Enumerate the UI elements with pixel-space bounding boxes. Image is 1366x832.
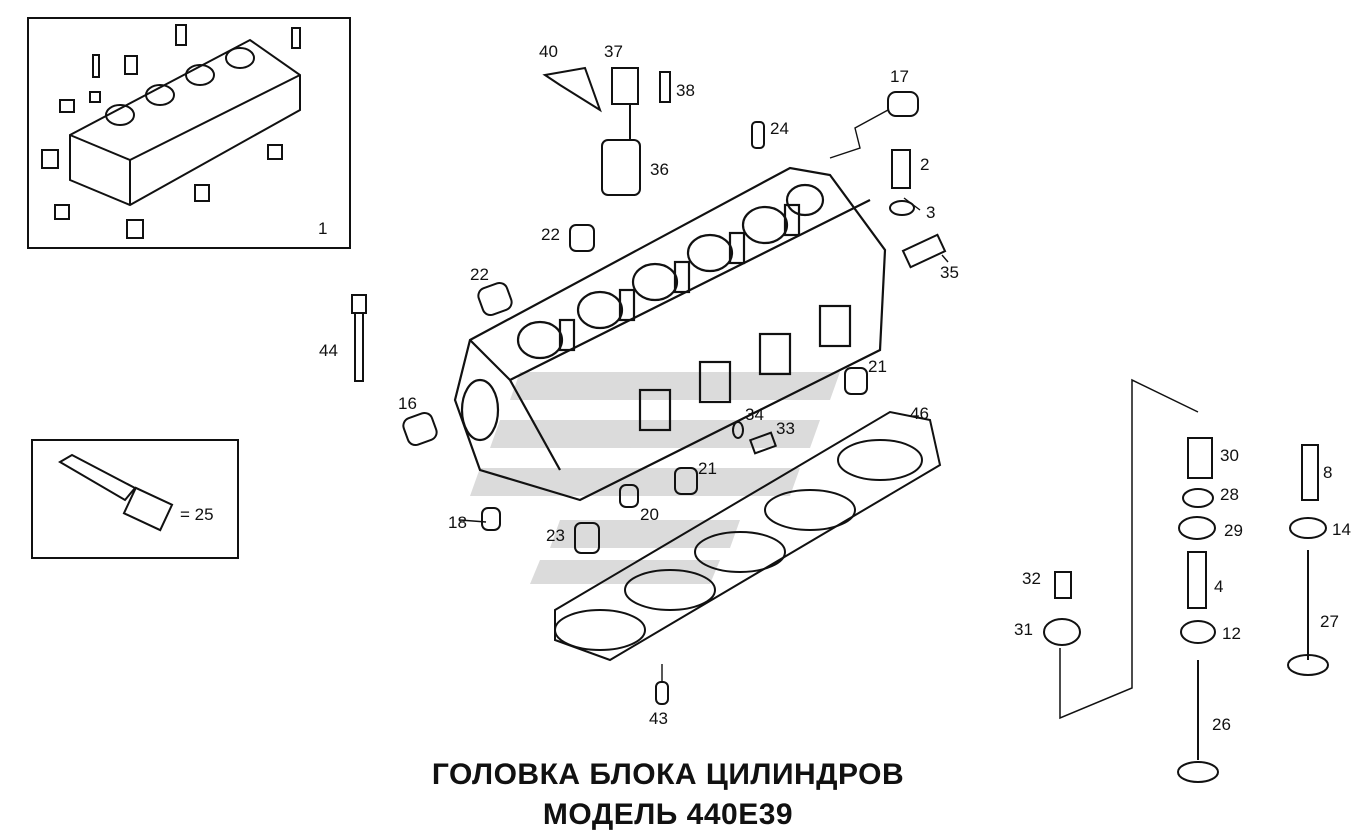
part-43-dowel — [655, 681, 669, 705]
part-17-plug — [887, 91, 919, 117]
part-4-guide — [1187, 551, 1207, 609]
head-gasket — [554, 410, 942, 662]
inset-assembly-box — [27, 17, 351, 249]
sealant-box — [31, 439, 239, 559]
sealant-tube-icon — [58, 453, 174, 532]
label-21-b: 21 — [698, 459, 717, 478]
label-12: 12 — [1222, 624, 1241, 643]
part-2-fitting — [891, 149, 911, 189]
label-4: 4 — [1214, 577, 1223, 596]
part-12-seal — [1180, 620, 1216, 644]
part-35-sensor — [901, 233, 947, 269]
part-21-plug-b — [674, 467, 698, 495]
part-27-valve-head — [1287, 654, 1329, 676]
part-8-guide — [1301, 444, 1319, 501]
leader-lines — [459, 109, 949, 682]
label-1: 1 — [318, 219, 327, 238]
label-2: 2 — [920, 155, 929, 174]
label-21-a: 21 — [868, 357, 887, 376]
part-18-plug — [481, 507, 501, 531]
part-23-plug — [574, 522, 600, 554]
part-22-plug — [477, 281, 513, 317]
part-31-seat — [1043, 618, 1081, 646]
part-3-ring — [889, 200, 915, 216]
label-27: 27 — [1320, 612, 1339, 631]
label-31: 31 — [1014, 620, 1033, 639]
valve-parts — [1043, 378, 1329, 783]
part-20-plug — [619, 484, 639, 508]
label-3: 3 — [926, 203, 935, 222]
label-24: 24 — [770, 119, 789, 138]
valve-group-bracket — [1059, 378, 1199, 720]
label-35: 35 — [940, 263, 959, 282]
part-32-cap — [1054, 571, 1072, 599]
part-34-ring — [732, 421, 744, 439]
bolt-44 — [351, 294, 367, 382]
part-28-retainer — [1182, 488, 1214, 508]
part-40-bracket — [542, 66, 602, 113]
small-parts — [402, 66, 947, 705]
diagram-subtitle: МОДЕЛЬ 440Е39 — [542, 798, 794, 831]
label-28: 28 — [1220, 485, 1239, 504]
label-46: 46 — [910, 404, 929, 423]
label-8: 8 — [1323, 463, 1332, 482]
label-26: 26 — [1212, 715, 1231, 734]
label-38: 38 — [676, 81, 695, 100]
label-44: 44 — [319, 341, 338, 360]
part-22-plug-top — [569, 224, 595, 252]
label-20: 20 — [640, 505, 659, 524]
label-36: 36 — [650, 160, 669, 179]
label-34: 34 — [745, 405, 764, 424]
label-32: 32 — [1022, 569, 1041, 588]
part-36-injector — [601, 139, 641, 196]
label-29: 29 — [1224, 521, 1243, 540]
part-24-pin — [751, 121, 765, 149]
label-23: 23 — [546, 526, 565, 545]
part-labels: 1 2 3 35 17 24 40 37 38 36 22 22 44 16 1… — [180, 42, 1351, 734]
part-14-ring — [1289, 517, 1327, 539]
cylinder-head — [453, 166, 887, 502]
label-22: 22 — [470, 265, 489, 284]
part-37-clip — [611, 67, 639, 105]
part-26-valve-head — [1177, 761, 1219, 783]
label-17: 17 — [890, 67, 909, 86]
inset-head-drawing — [41, 24, 301, 239]
label-18: 18 — [448, 513, 467, 532]
sealant-callout: = 25 — [180, 505, 214, 524]
label-33: 33 — [776, 419, 795, 438]
part-33-fitting — [748, 431, 778, 455]
label-30: 30 — [1220, 446, 1239, 465]
label-16: 16 — [398, 394, 417, 413]
label-22-top: 22 — [541, 225, 560, 244]
watermark-logo — [470, 372, 840, 584]
part-38-screw — [659, 71, 671, 103]
label-40: 40 — [539, 42, 558, 61]
label-37: 37 — [604, 42, 623, 61]
part-16-plug — [402, 411, 438, 447]
label-14: 14 — [1332, 520, 1351, 539]
part-29-rotator — [1178, 516, 1216, 540]
part-21-plug-a — [844, 367, 868, 395]
diagram-title: ГОЛОВКА БЛОКА ЦИЛИНДРОВ — [431, 758, 905, 791]
label-43: 43 — [649, 709, 668, 728]
part-30-spring — [1187, 437, 1213, 479]
